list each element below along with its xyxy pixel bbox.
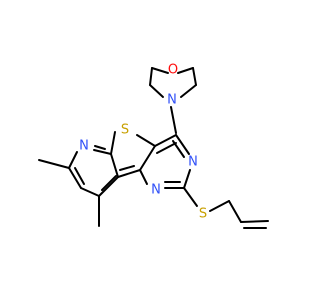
bond-ch-ch2-vinyl (240, 220, 269, 223)
bond-ch2-ch (228, 200, 242, 223)
bond-s-c7a (110, 131, 116, 155)
atom-label-pyridine-nitrogen: N (79, 139, 89, 154)
bond-c2-n (149, 84, 164, 98)
bond-c3-c4 (192, 67, 197, 86)
atom-label-thioether-sulfur: S (199, 207, 207, 222)
bond-c2pyr-c3pyr (68, 167, 82, 189)
bond-methyl-2 (38, 159, 70, 169)
bond-c7a-npyr-double (94, 145, 106, 150)
atom-label-pyrimidine-nitrogen-upper: N (188, 155, 198, 170)
bond-c2-sthio (183, 187, 198, 207)
bond-c7a-c3a (110, 153, 119, 178)
bond-o-c1 (151, 67, 169, 74)
atom-label-thiophene-sulfur: S (121, 123, 129, 138)
bond-c2pyr-c3pyr-double (74, 167, 85, 185)
bond-c4a-c4-double (156, 142, 177, 154)
bond-n-c3 (180, 84, 197, 98)
bond-c3a-c8a (117, 169, 141, 178)
bond-c1-c2 (149, 67, 153, 86)
bond-c4-o (177, 67, 194, 74)
bond-sthio-ch2 (209, 200, 230, 212)
bond-n3-c2 (183, 169, 191, 189)
bond-n-c4pym (170, 106, 177, 134)
bond-c7a-npyr (93, 149, 112, 155)
bond-c4pyr-c3a (98, 176, 119, 197)
bond-c8a-c4a (139, 145, 156, 171)
bond-c4a-s (136, 134, 156, 147)
bond-c4pyr-c3a-double (101, 175, 117, 191)
bond-c4a-c4 (154, 134, 177, 147)
atom-label-morpholine-oxygen: O (168, 63, 178, 78)
bond-c3pyr-c4pyr (80, 187, 100, 197)
bond-npyr-c2pyr (68, 151, 78, 169)
atom-label-morpholine-nitrogen: N (167, 93, 177, 108)
molecule-structure: O N S N N N S (38, 63, 269, 229)
bond-c4-n3 (175, 134, 190, 155)
atom-label-pyrimidine-nitrogen-lower: N (151, 183, 161, 198)
bond-c3a-c8a-double (119, 165, 135, 171)
bond-n1-c8a (139, 169, 148, 185)
